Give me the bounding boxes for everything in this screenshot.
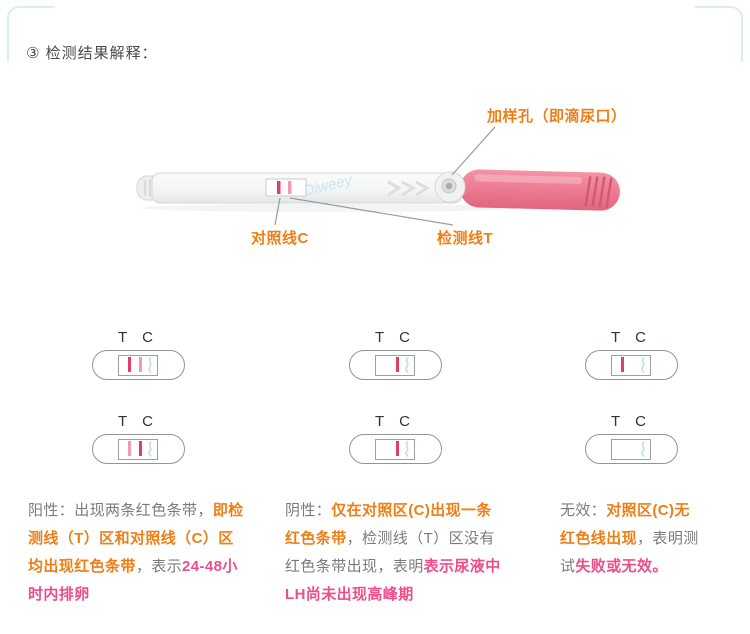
result-window bbox=[611, 438, 651, 462]
t-band bbox=[128, 441, 131, 456]
c-label: C bbox=[635, 329, 646, 346]
test-line-label: 检测线T bbox=[437, 230, 494, 247]
text-segment-gray: ，表示 bbox=[135, 558, 183, 575]
wick-mark bbox=[146, 356, 154, 378]
stick-test-band bbox=[288, 181, 292, 194]
wick-mark bbox=[639, 440, 647, 462]
strip-outline bbox=[584, 350, 678, 380]
t-label: T bbox=[375, 413, 385, 430]
test-stick-figure: Diweey bbox=[0, 95, 750, 265]
c-band bbox=[139, 441, 142, 456]
text-segment-gray: ，检测线（T）区没有红色条带出现，表明 bbox=[285, 530, 495, 575]
t-label: T bbox=[611, 413, 621, 430]
wick-mark bbox=[639, 356, 647, 378]
page-border-top-right bbox=[695, 6, 743, 62]
page-border-top-left bbox=[7, 6, 55, 62]
text-segment-pink: 表示尿液中LH尚未出现高峰期 bbox=[285, 558, 501, 603]
sample-well-pointer-line bbox=[451, 126, 496, 176]
sample-well bbox=[434, 171, 466, 203]
text-segment-gray: 阳性：出现两条红色条带， bbox=[28, 502, 213, 519]
text-segment-pink: 失败或无效。 bbox=[575, 558, 668, 575]
strip-outline bbox=[91, 434, 185, 464]
strip-outline bbox=[584, 434, 678, 464]
strip-outline bbox=[348, 434, 442, 464]
c-label: C bbox=[142, 413, 153, 430]
result-text-negative: 阴性：仅在对照区(C)出现一条红色条带，检测线（T）区没有红色条带出现，表明表示… bbox=[285, 497, 505, 609]
result-window bbox=[375, 438, 415, 462]
t-label: T bbox=[118, 329, 128, 346]
text-segment-orange: 仅在对照区(C)出现一条红色条带 bbox=[285, 502, 492, 547]
test-stick-illustration: Diweey bbox=[136, 126, 620, 226]
c-label: C bbox=[142, 329, 153, 346]
t-band bbox=[128, 357, 131, 372]
result-text-positive: 阳性：出现两条红色条带，即检测线（T）区和对照线（C）区均出现红色条带，表示24… bbox=[28, 497, 248, 609]
strip-outline bbox=[348, 350, 442, 380]
text-segment-orange: 即检测线（T）区和对照线（C）区均出现红色条带 bbox=[28, 502, 244, 575]
stick-result-window bbox=[265, 178, 307, 197]
wick-mark bbox=[403, 440, 411, 462]
sample-well-label: 加样孔（即滴尿口） bbox=[487, 108, 627, 125]
test-line-pointer-line bbox=[289, 197, 454, 226]
control-line-pointer-line bbox=[274, 197, 281, 226]
c-band bbox=[139, 357, 142, 372]
result-window bbox=[375, 354, 415, 378]
c-label: C bbox=[399, 413, 410, 430]
text-segment-pink: 24-48小时内排卵 bbox=[28, 558, 238, 603]
t-band bbox=[621, 357, 624, 372]
wick-mark bbox=[146, 440, 154, 462]
t-label: T bbox=[375, 329, 385, 346]
stick-cap bbox=[459, 169, 620, 211]
wick-mark bbox=[403, 356, 411, 378]
c-band bbox=[396, 441, 399, 456]
section-heading: ③ 检测结果解释： bbox=[26, 45, 158, 62]
c-band bbox=[396, 357, 399, 372]
stick-control-band bbox=[277, 181, 281, 194]
control-line-label: 对照线C bbox=[251, 230, 309, 247]
result-window bbox=[118, 354, 158, 378]
result-window bbox=[118, 438, 158, 462]
strip-outline bbox=[91, 350, 185, 380]
t-label: T bbox=[118, 413, 128, 430]
text-segment-gray: 无效： bbox=[560, 502, 607, 519]
c-label: C bbox=[399, 329, 410, 346]
text-segment-gray: 阴性： bbox=[285, 502, 332, 519]
t-label: T bbox=[611, 329, 621, 346]
result-text-invalid: 无效：对照区(C)无红色线出现，表明测试失败或无效。 bbox=[560, 497, 702, 581]
text-segment-orange: 对照区(C)无红色线出现 bbox=[560, 502, 690, 547]
result-window bbox=[611, 354, 651, 378]
chevron-marks bbox=[387, 180, 430, 197]
c-label: C bbox=[635, 413, 646, 430]
stick-shadow bbox=[140, 204, 520, 212]
text-segment-gray: ，表明测试 bbox=[560, 530, 699, 575]
